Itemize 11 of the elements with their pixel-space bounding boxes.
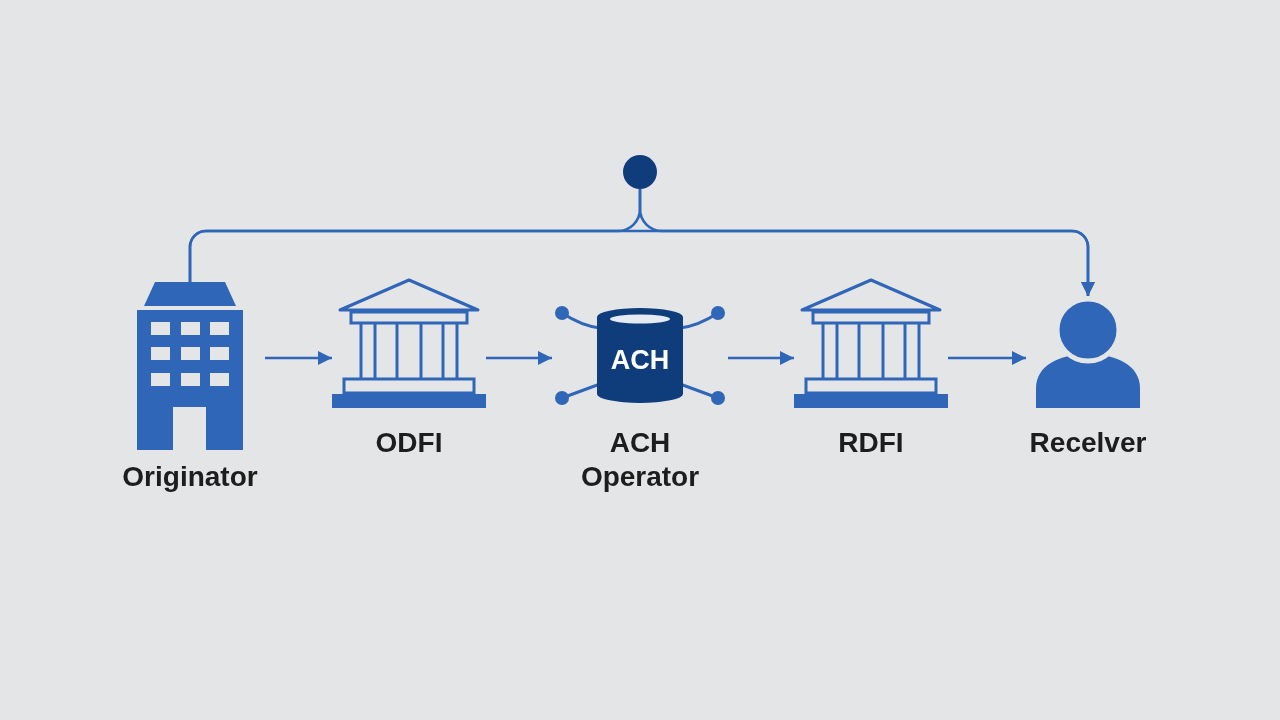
arrow xyxy=(728,351,794,365)
node-label: ACH Operator xyxy=(579,426,701,494)
connector-line xyxy=(188,189,642,282)
arrow xyxy=(265,351,332,365)
node-label: ODFI xyxy=(375,426,443,460)
node-label: Originator xyxy=(122,460,258,494)
arrow xyxy=(948,351,1026,365)
arrow xyxy=(486,351,552,365)
node-label: RDFI xyxy=(838,426,904,460)
cylinder-label: ACH xyxy=(610,345,670,375)
node-label: Recelver xyxy=(1029,426,1147,460)
